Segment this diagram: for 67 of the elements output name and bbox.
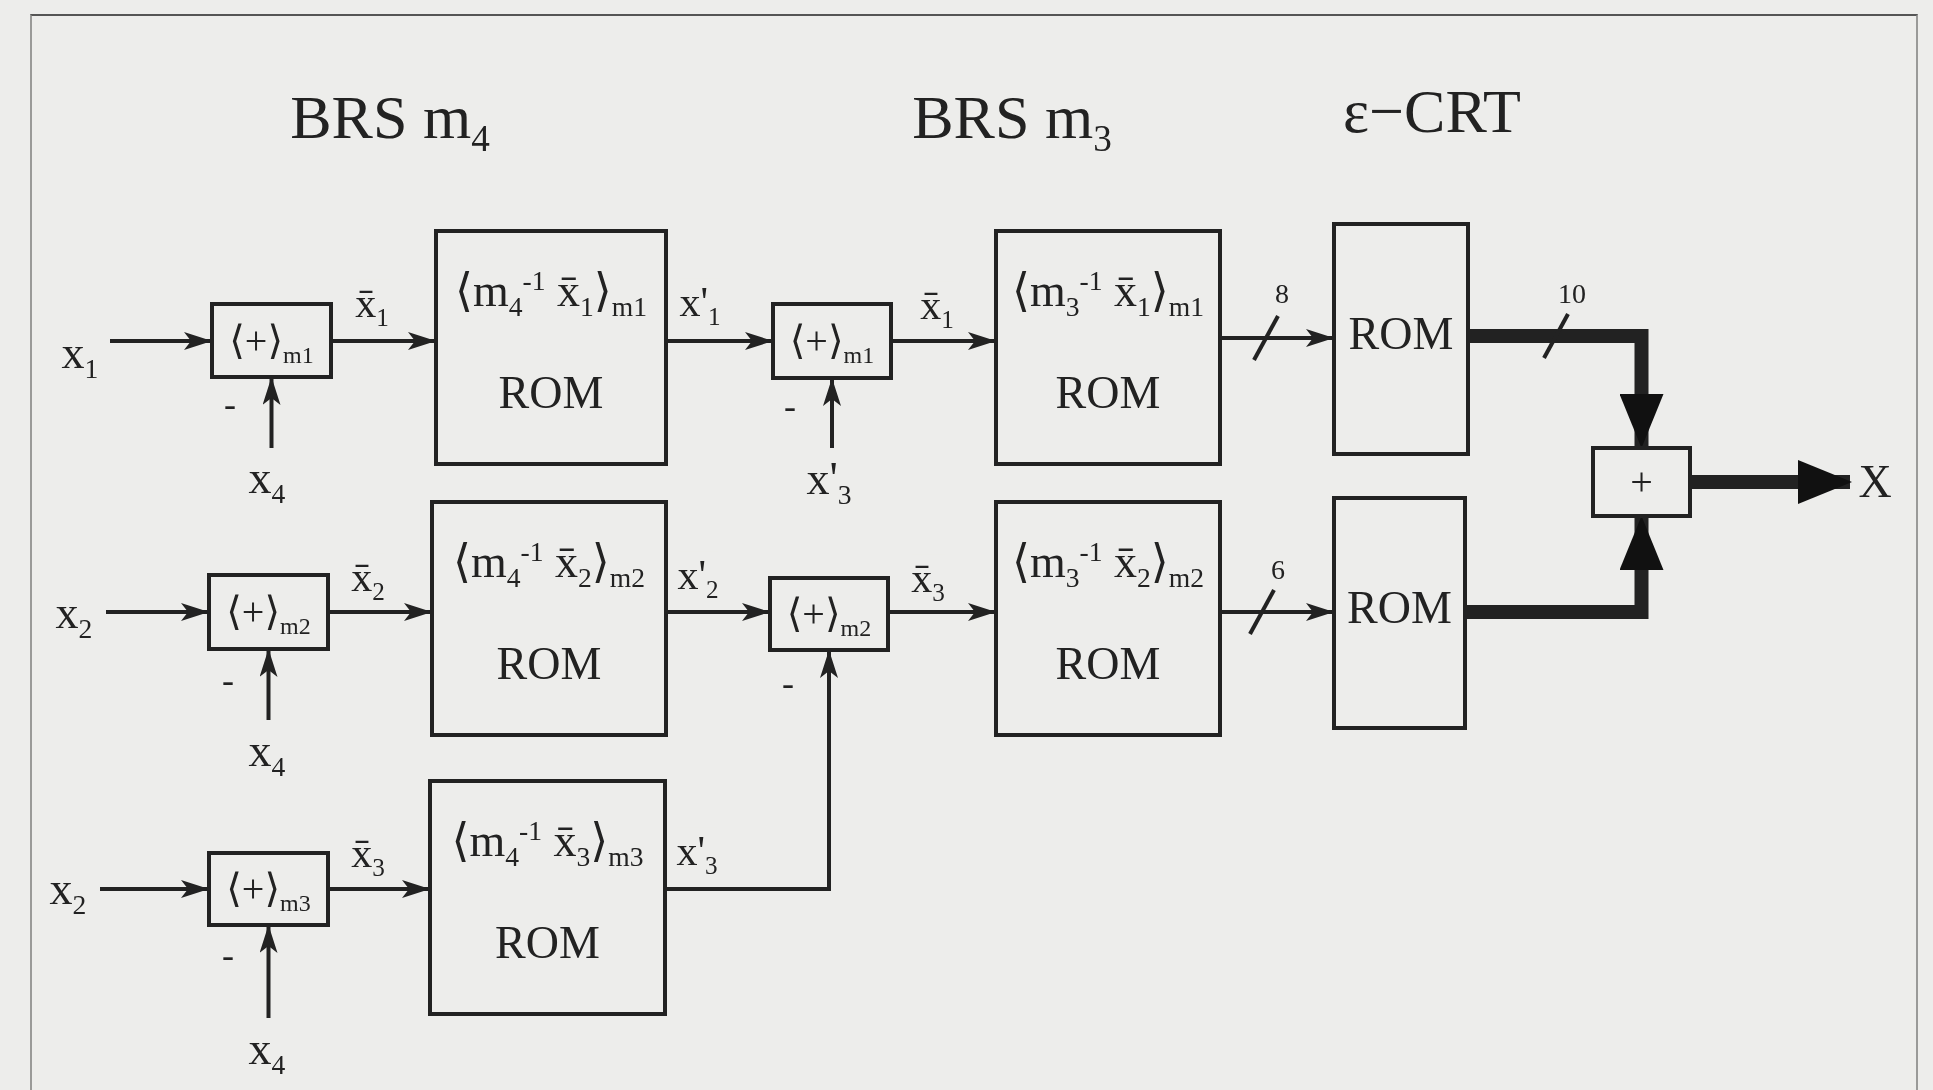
box-formula: ⟨m$_{4}$$^{-1}$ x̄$_{1}$⟩$_{m1}$ xyxy=(454,266,647,318)
arrow xyxy=(668,603,770,621)
arrow xyxy=(823,378,841,448)
rom-box xyxy=(994,229,1222,466)
arrow xyxy=(330,880,430,898)
box-label: ⟨+⟩$_{m3}$ xyxy=(226,867,311,911)
arrow xyxy=(668,332,773,350)
arrow xyxy=(262,377,281,448)
minus-sign: - xyxy=(222,934,234,976)
arrow xyxy=(890,603,996,621)
box-formula: ⟨m$_{4}$$^{-1}$ x̄$_{2}$⟩$_{m2}$ xyxy=(452,537,645,589)
box-label: ROM xyxy=(1055,638,1161,690)
modular-adder-box xyxy=(207,573,330,651)
arrow xyxy=(106,603,209,621)
box-formula: ⟨m$_{4}$$^{-1}$ x̄$_{3}$⟩$_{m3}$ xyxy=(451,816,644,868)
box-label: ROM xyxy=(1348,308,1454,360)
section-heading: BRS m$_{4}$ xyxy=(290,81,490,153)
signal-label: x$_{2}$ xyxy=(55,587,93,639)
arrow xyxy=(110,332,212,350)
minus-sign: - xyxy=(784,385,796,427)
section-heading: ε−CRT xyxy=(1343,75,1521,147)
arrow xyxy=(259,925,278,1018)
rom-box xyxy=(430,500,668,737)
arrow xyxy=(1222,329,1334,347)
modular-adder-box xyxy=(207,851,330,927)
modular-adder-box xyxy=(1591,446,1692,518)
arrow xyxy=(667,650,838,891)
arrow xyxy=(1692,460,1852,504)
box-label: ROM xyxy=(496,638,602,690)
signal-label: x$_{1}$ xyxy=(61,327,99,379)
signal-label: x$_{4}$ xyxy=(248,1023,286,1075)
rom-box xyxy=(1332,222,1470,456)
box-label: ⟨+⟩$_{m1}$ xyxy=(789,319,875,363)
arrow xyxy=(259,649,278,720)
minus-sign: - xyxy=(222,659,234,701)
rom-box xyxy=(428,779,667,1016)
box-label: ⟨+⟩$_{m1}$ xyxy=(229,318,314,363)
arrow xyxy=(100,880,209,898)
box-label: ROM xyxy=(1055,367,1161,419)
arrow xyxy=(1467,516,1664,619)
signal-label: x$_{2}$ xyxy=(49,863,87,915)
box-label: + xyxy=(1630,460,1653,504)
rom-box xyxy=(1332,496,1467,730)
rom-box xyxy=(994,500,1222,737)
arrow xyxy=(1222,603,1334,621)
signal-label: x$_{4}$ xyxy=(248,452,286,504)
signal-label: x$_{4}$ xyxy=(248,725,286,777)
box-label: ROM xyxy=(495,917,600,969)
rom-box xyxy=(434,229,668,466)
section-heading: BRS m$_{3}$ xyxy=(912,81,1112,153)
modular-adder-box xyxy=(210,302,333,379)
minus-sign: - xyxy=(224,383,236,425)
arrow xyxy=(1470,329,1664,448)
box-label: ⟨+⟩$_{m2}$ xyxy=(786,592,872,636)
arrow xyxy=(893,332,996,350)
box-label: ROM xyxy=(498,367,604,419)
box-formula: ⟨m$_{3}$$^{-1}$ x̄$_{1}$⟩$_{m1}$ xyxy=(1011,266,1204,318)
box-formula: ⟨m$_{3}$$^{-1}$ x̄$_{2}$⟩$_{m2}$ xyxy=(1011,537,1204,589)
minus-sign: - xyxy=(782,662,794,704)
arrow xyxy=(330,603,432,621)
box-label: ⟨+⟩$_{m2}$ xyxy=(226,590,311,634)
signal-label: X xyxy=(1858,456,1892,508)
signal-label: x'$_{3}$ xyxy=(806,453,852,505)
modular-adder-box xyxy=(768,576,890,652)
box-label: ROM xyxy=(1347,582,1452,634)
modular-adder-box xyxy=(771,302,893,380)
arrow xyxy=(333,332,436,350)
